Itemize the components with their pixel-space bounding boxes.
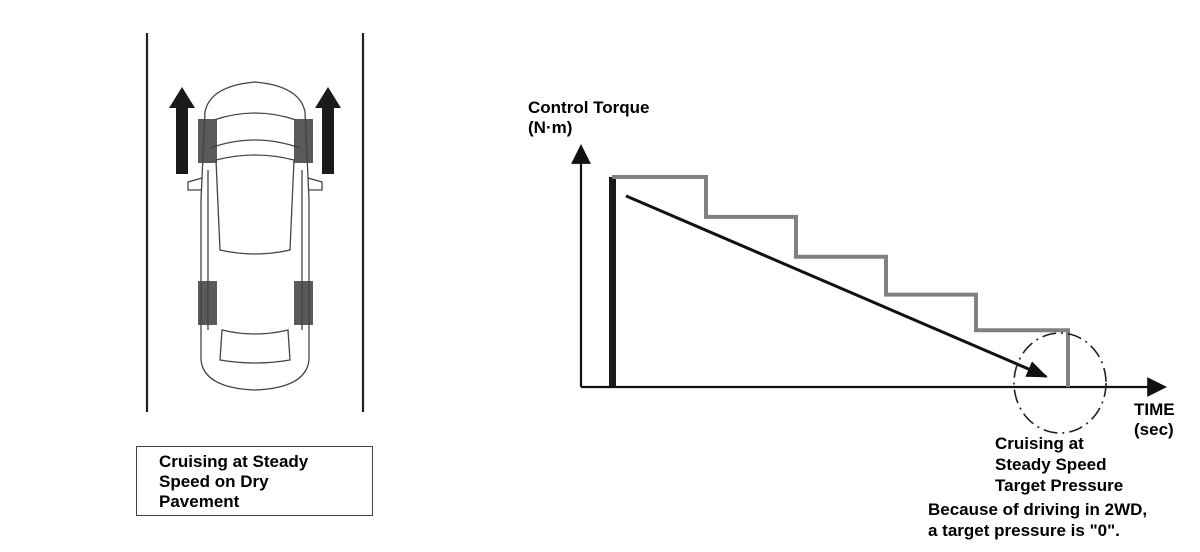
note-line-2: a target pressure is "0". — [928, 521, 1120, 540]
forward-arrow-left-icon — [169, 87, 195, 174]
caption-line-1: Cruising at Steady — [159, 452, 309, 471]
scenario-caption-box: Cruising at Steady Speed on Dry Pavement — [136, 446, 373, 516]
car-top-view-icon — [187, 81, 323, 391]
x-axis-unit: (sec) — [1134, 420, 1174, 439]
tire-front-right — [294, 119, 313, 163]
tire-front-left — [198, 119, 217, 163]
torque-graph: Control Torque (N·m) TIME (sec) Cruising… — [528, 98, 1175, 495]
target-pressure-decline-arrow — [625, 194, 1048, 378]
circled-label-line-2: Steady Speed — [995, 455, 1107, 474]
x-axis-label: TIME — [1134, 400, 1175, 419]
circled-label-line-1: Cruising at — [995, 434, 1084, 453]
y-axis-label: Control Torque — [528, 98, 650, 117]
caption-line-2: Speed on Dry — [159, 472, 269, 491]
stepped-control-torque-line — [612, 175, 1070, 387]
forward-arrow-right-icon — [315, 87, 341, 174]
target-zero-highlight-circle — [1013, 332, 1107, 434]
y-axis-unit: (N·m) — [528, 118, 572, 137]
caption-line-3: Pavement — [159, 492, 240, 511]
initial-torque-bar — [609, 177, 616, 387]
note-line-1: Because of driving in 2WD, — [928, 500, 1148, 519]
tire-rear-right — [294, 281, 313, 325]
circled-label-line-3: Target Pressure — [995, 476, 1123, 495]
road-scene — [145, 33, 365, 412]
